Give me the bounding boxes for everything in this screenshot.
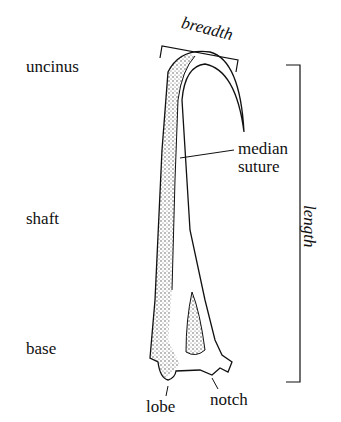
median-suture-line (172, 56, 195, 290)
base-cavity (186, 292, 205, 355)
part-label: lobe (146, 398, 175, 416)
length-bracket (286, 65, 300, 382)
dimension-label: breadth (180, 14, 235, 44)
leader-lines (166, 150, 234, 396)
stipple (140, 40, 205, 400)
part-label: median suture (238, 140, 308, 176)
part-label: shaft (26, 210, 59, 228)
part-label: base (26, 340, 56, 358)
dimension-label: length (300, 205, 318, 248)
spine-outline (150, 51, 244, 380)
part-label: notch (210, 391, 248, 409)
part-label: uncinus (26, 58, 79, 76)
